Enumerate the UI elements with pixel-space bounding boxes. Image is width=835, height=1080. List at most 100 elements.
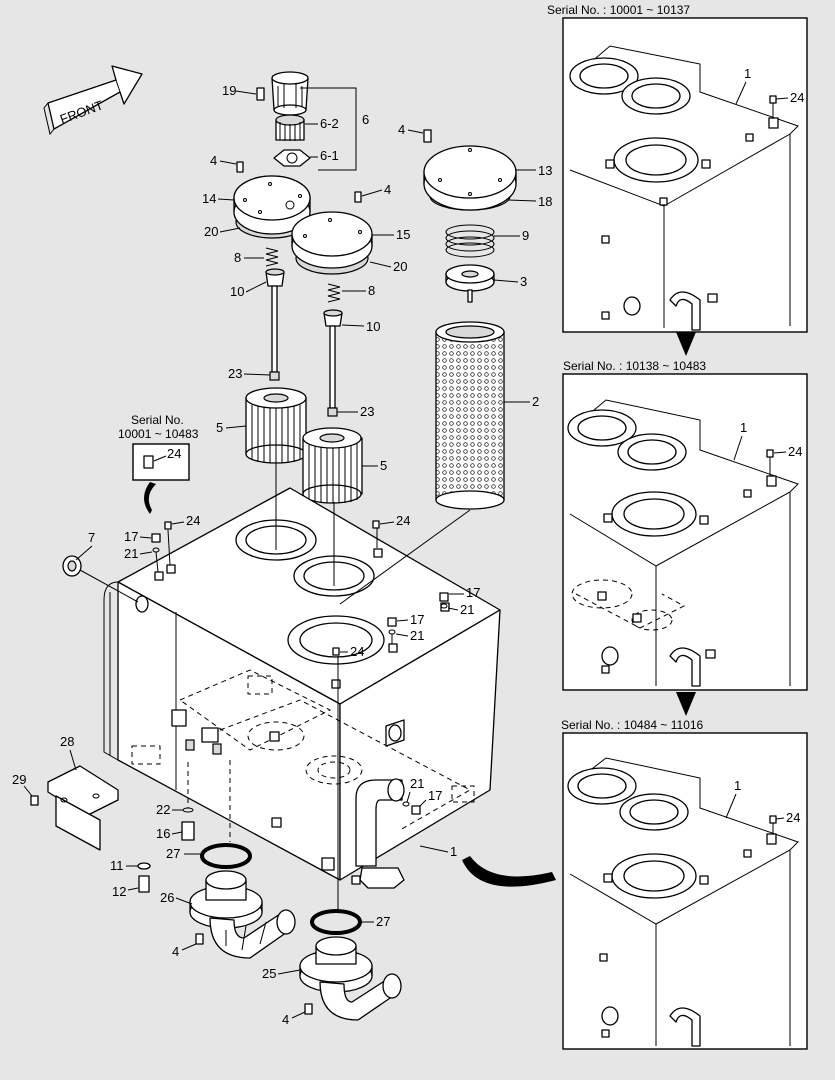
bolt-24-variant [143, 455, 154, 469]
plug-17-a [151, 533, 161, 543]
filter-element-5-b [302, 427, 363, 504]
callout-9: 9 [522, 228, 529, 243]
return-filter-element-2 [435, 321, 505, 510]
callout-17-d: 17 [428, 788, 442, 803]
callout-10-b: 10 [366, 319, 380, 334]
callout-23-b: 23 [360, 404, 374, 419]
inset-3-tank [567, 757, 799, 1047]
front-arrow: FRONT [43, 65, 143, 136]
callout-24-b: 24 [396, 513, 410, 528]
inset-3-serial: Serial No. : 10484 ~ 11016 [561, 718, 704, 732]
callout-22: 22 [156, 802, 170, 817]
suction-flange-25 [299, 936, 402, 1021]
cover-13 [423, 129, 517, 211]
washer-11 [137, 862, 151, 870]
plug-12 [138, 875, 150, 893]
breather-plug-7 [62, 555, 82, 577]
callout-21-d: 21 [410, 776, 424, 791]
callout-4-e: 4 [282, 1012, 289, 1027]
serial-note-part: 24 [167, 446, 181, 461]
callout-28: 28 [60, 734, 74, 749]
bracket-28 [47, 765, 119, 851]
callout-17-c: 17 [410, 612, 424, 627]
o-ring-27-a [200, 843, 252, 869]
callout-8-a: 8 [234, 250, 241, 265]
arrow-inset-1-2 [676, 332, 696, 356]
callout-26: 26 [160, 890, 174, 905]
callout-18: 18 [538, 194, 552, 209]
callout-7: 7 [88, 530, 95, 545]
callout-13: 13 [538, 163, 552, 178]
spring-8-b [327, 283, 341, 303]
drain-valve-16 [181, 821, 195, 841]
inset-1-part: 1 [744, 66, 751, 81]
serial-note-line1: Serial No. [131, 413, 184, 427]
callout-27-a: 27 [166, 846, 180, 861]
o-ring-27-b [310, 909, 362, 935]
cover-15 [291, 191, 373, 275]
callout-8-b: 8 [368, 283, 375, 298]
callout-11: 11 [110, 858, 124, 873]
inset-1-serial: Serial No. : 10001 ~ 10137 [547, 3, 690, 17]
callout-3: 3 [520, 274, 527, 289]
callout-1: 1 [450, 844, 457, 859]
callout-27-b: 27 [376, 914, 390, 929]
cover-14 [233, 161, 311, 239]
callout-10-a: 10 [230, 284, 244, 299]
valve-3 [445, 264, 495, 303]
inset-2-tank [567, 399, 799, 687]
callout-21-c: 21 [410, 628, 424, 643]
callout-4-c: 4 [398, 122, 405, 137]
inset-2-bolt: 24 [788, 444, 802, 459]
bypass-valve-10-b [323, 309, 343, 417]
callout-12: 12 [112, 884, 126, 899]
callout-20-a: 20 [204, 224, 218, 239]
callout-24-c: 24 [350, 644, 364, 659]
callout-6-1: 6-1 [320, 148, 339, 163]
callout-4-d: 4 [172, 944, 179, 959]
hydraulic-tank [103, 487, 501, 889]
callout-24-a: 24 [186, 513, 200, 528]
bolt-4-e [304, 1003, 313, 1015]
callout-15: 15 [396, 227, 410, 242]
bypass-valve-10-a [265, 268, 285, 381]
callout-21-b: 21 [460, 602, 474, 617]
callout-4-a: 4 [210, 153, 217, 168]
callout-16: 16 [156, 826, 170, 841]
callout-5-b: 5 [380, 458, 387, 473]
inset-2-serial: Serial No. : 10138 ~ 10483 [563, 359, 706, 373]
filter-element-5-a [245, 387, 307, 464]
callout-5-a: 5 [216, 420, 223, 435]
callout-25: 25 [262, 966, 276, 981]
inset-2-part: 1 [740, 420, 747, 435]
serial-note-arrow [144, 482, 156, 514]
callout-21-a: 21 [124, 546, 138, 561]
arrow-inset-2-3 [676, 692, 696, 716]
callout-2: 2 [532, 394, 539, 409]
callout-23-a: 23 [228, 366, 242, 381]
spring-9 [445, 224, 495, 258]
callout-29: 29 [12, 772, 26, 787]
callout-17-b: 17 [466, 585, 480, 600]
callout-19: 19 [222, 83, 236, 98]
spring-8-a [265, 247, 279, 267]
callout-6: 6 [362, 112, 369, 127]
callout-6-2: 6-2 [320, 116, 339, 131]
seal-22 [182, 807, 194, 813]
inset-3-part: 1 [734, 778, 741, 793]
serial-note-line2: 10001 ~ 10483 [118, 427, 199, 441]
inset-1-tank [569, 45, 799, 331]
callout-4-b: 4 [384, 182, 391, 197]
bolt-29 [30, 795, 39, 806]
bolt-4-d [195, 933, 204, 945]
inset-1-bolt: 24 [790, 90, 804, 105]
callout-14: 14 [202, 191, 216, 206]
callout-20-b: 20 [393, 259, 407, 274]
callout-17-a: 17 [124, 529, 138, 544]
serial-note-box [132, 443, 190, 481]
arrow-to-inset-3 [462, 856, 556, 887]
inset-3-bolt: 24 [786, 810, 800, 825]
filter-cap-assembly [256, 71, 311, 167]
suction-flange-26 [189, 870, 296, 959]
